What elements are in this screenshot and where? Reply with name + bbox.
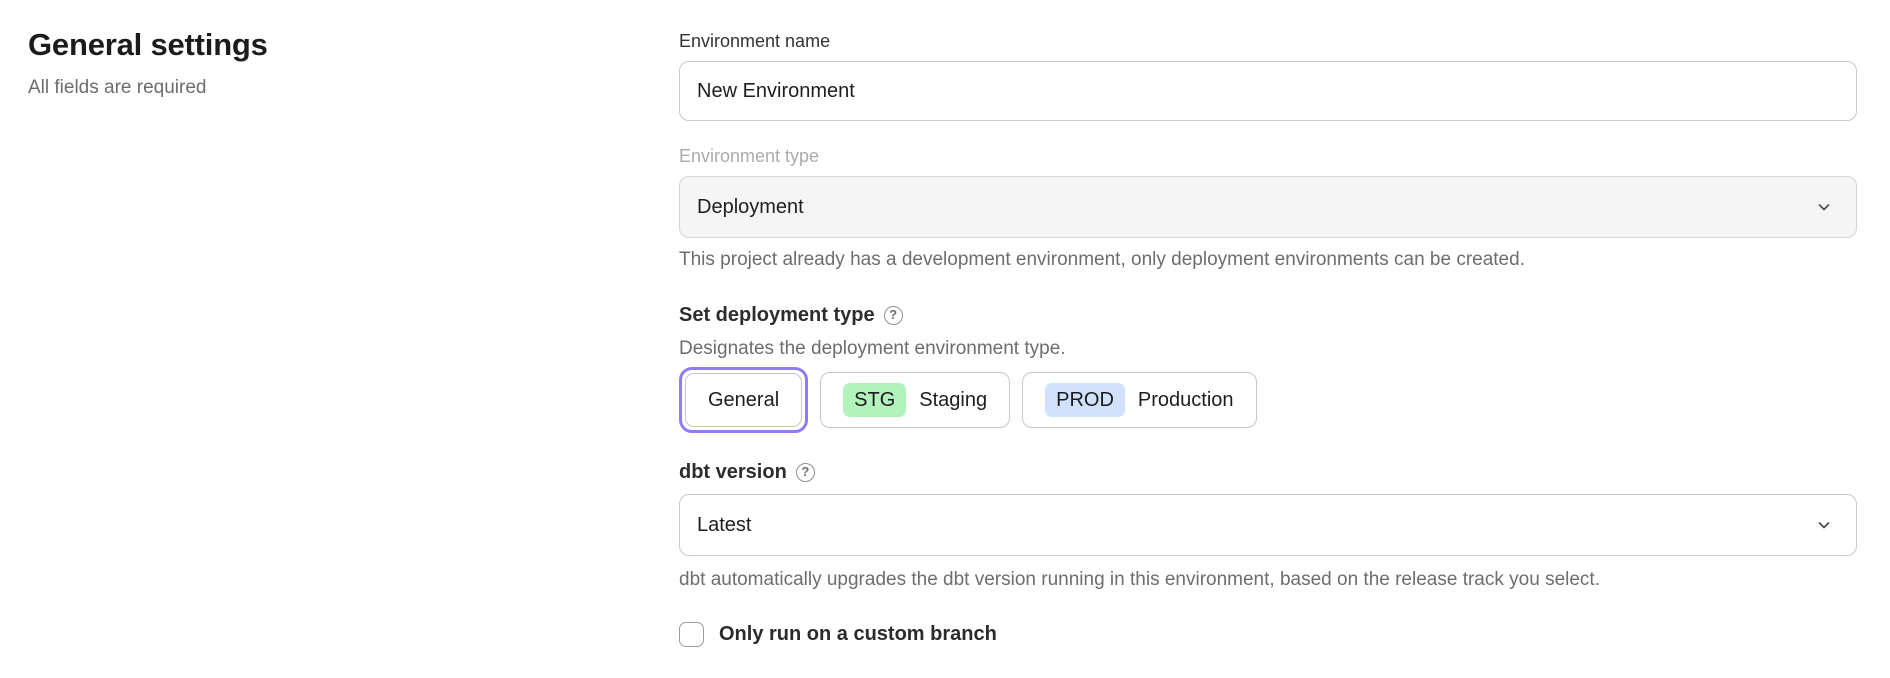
dbt-version-value: Latest xyxy=(697,513,752,536)
page-subtitle: All fields are required xyxy=(28,77,207,98)
page-title: General settings xyxy=(28,27,268,62)
settings-header: General settings All fields are required xyxy=(0,0,679,678)
dbt-version-helper: dbt automatically upgrades the dbt versi… xyxy=(679,569,1600,590)
staging-badge: STG xyxy=(843,383,907,417)
dbt-version-select[interactable]: Latest xyxy=(679,494,1857,556)
deployment-type-option-staging[interactable]: STG Staging xyxy=(820,372,1011,428)
environment-type-select: Deployment xyxy=(679,176,1857,238)
environment-name-input[interactable] xyxy=(679,61,1857,121)
deployment-type-options: General STG Staging PROD Production xyxy=(679,367,1857,433)
environment-type-label: Environment type xyxy=(679,146,820,166)
production-badge: PROD xyxy=(1045,383,1125,417)
option-general-label: General xyxy=(708,388,780,411)
environment-form: Environment name Environment type Deploy… xyxy=(679,0,1890,678)
deployment-type-heading: Set deployment type xyxy=(679,304,875,326)
dbt-version-heading-row: dbt version ? xyxy=(679,459,1857,485)
deployment-type-option-general[interactable]: General xyxy=(685,373,803,427)
custom-branch-row: Only run on a custom branch xyxy=(679,622,1857,647)
selected-option-ring: General xyxy=(679,367,809,433)
chevron-down-icon xyxy=(1816,199,1832,215)
help-icon[interactable]: ? xyxy=(883,305,903,325)
environment-type-helper: This project already has a development e… xyxy=(679,249,1525,270)
option-production-label: Production xyxy=(1137,388,1234,411)
option-staging-label: Staging xyxy=(919,388,988,411)
deployment-type-heading-row: Set deployment type ? xyxy=(679,302,1857,328)
custom-branch-checkbox[interactable] xyxy=(679,622,704,647)
chevron-down-icon xyxy=(1816,517,1832,533)
dbt-version-heading: dbt version xyxy=(679,461,787,483)
deployment-type-option-production[interactable]: PROD Production xyxy=(1022,372,1257,428)
environment-name-label: Environment name xyxy=(679,31,831,51)
environment-type-value: Deployment xyxy=(697,195,804,218)
deployment-type-description: Designates the deployment environment ty… xyxy=(679,338,1066,359)
custom-branch-label: Only run on a custom branch xyxy=(719,623,997,645)
help-icon[interactable]: ? xyxy=(795,462,815,482)
